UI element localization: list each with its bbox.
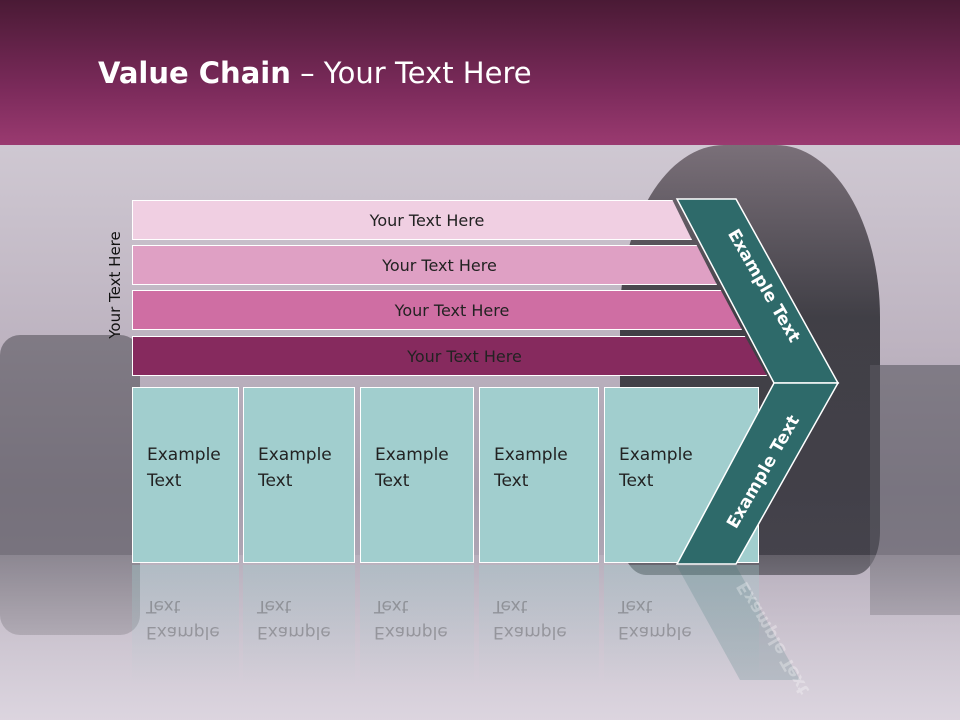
title-bold: Value Chain: [98, 56, 291, 90]
row-4: Your Text Here: [132, 336, 767, 376]
title-bar: Value Chain – Your Text Here: [0, 0, 960, 145]
box-2-line2: Text: [258, 471, 293, 491]
box-3-line1: Example: [375, 445, 449, 465]
row-1: Your Text Here: [132, 200, 692, 240]
box-1-line1: Example: [147, 445, 221, 465]
box-3-line2: Text: [375, 471, 410, 491]
box-4-line1: Example: [494, 445, 568, 465]
box-5-line1: Example: [619, 445, 693, 465]
title-rest: – Your Text Here: [290, 56, 532, 90]
row-3: Your Text Here: [132, 290, 742, 330]
box-3: Example Text: [360, 387, 474, 563]
box-4: Example Text: [479, 387, 599, 563]
row-2: Your Text Here: [132, 245, 717, 285]
chevron-reflection: [677, 566, 800, 680]
box-2: Example Text: [243, 387, 355, 563]
box-1: Example Text: [132, 387, 239, 563]
box-5-line2: Text: [619, 471, 654, 491]
box-4-line2: Text: [494, 471, 529, 491]
slide-title: Value Chain – Your Text Here: [98, 56, 532, 90]
photo-fade: [0, 555, 960, 720]
box-1-line2: Text: [147, 471, 182, 491]
chevron-lower: [675, 382, 840, 565]
box-2-line1: Example: [258, 445, 332, 465]
